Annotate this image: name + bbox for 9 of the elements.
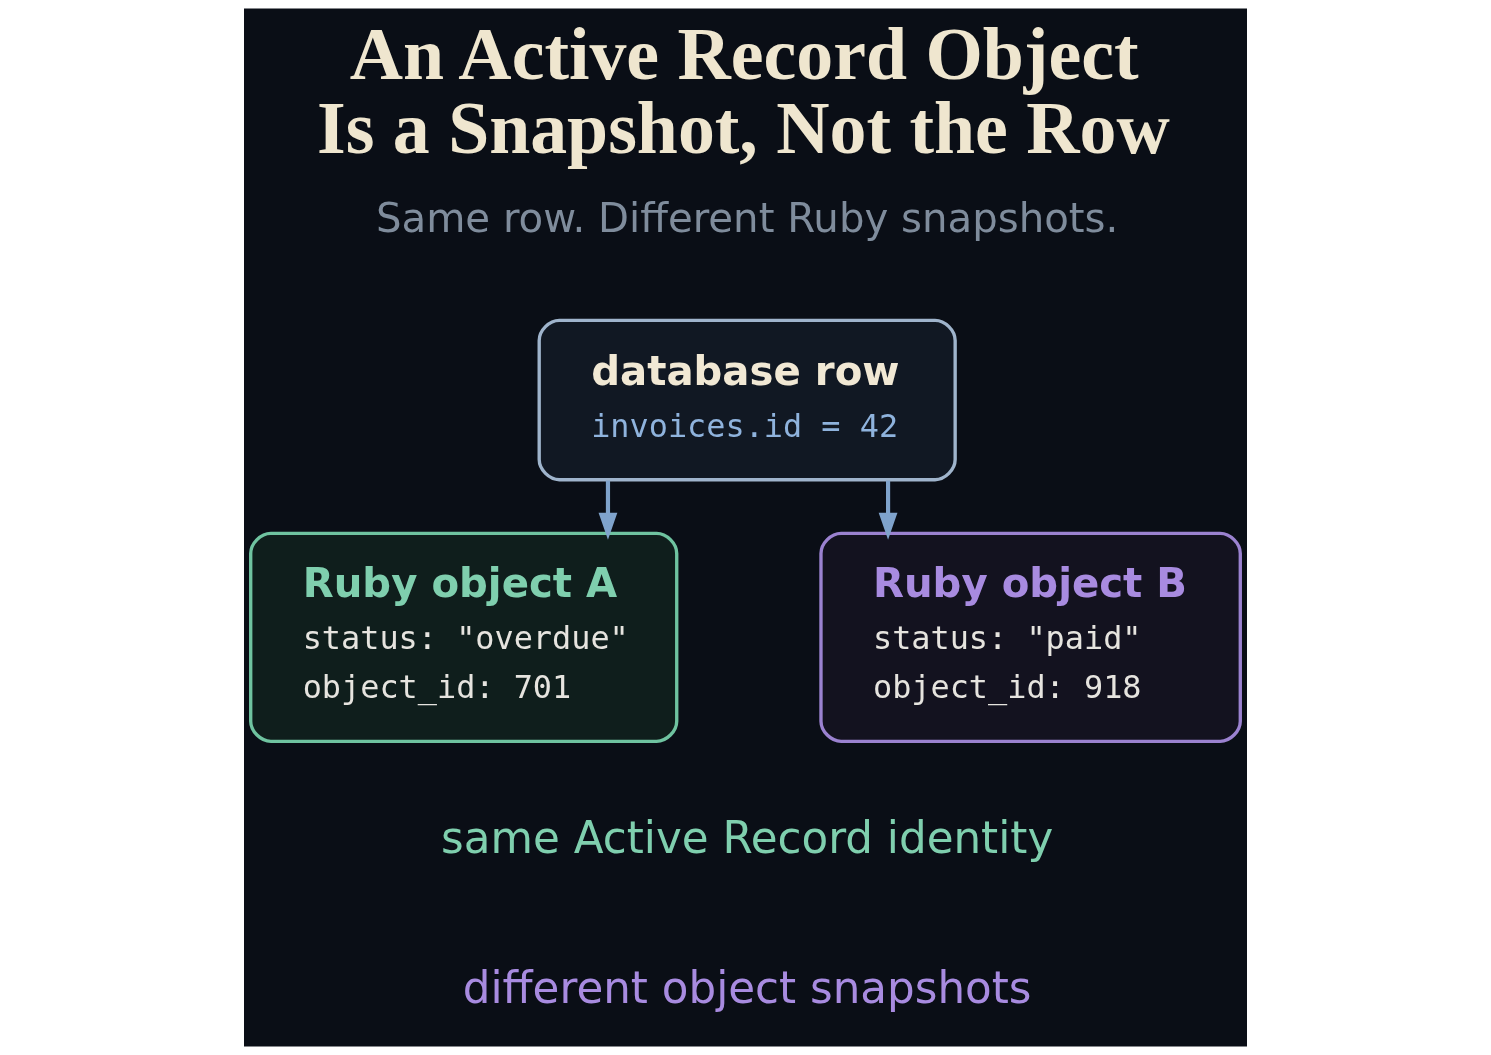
arrow (878, 480, 898, 540)
node-box: Ruby object B status: "paid" object_id: 918 (819, 531, 1242, 744)
diagram-title: An Active Record Object Is a Snapshot, Not the Row (316, 13, 1170, 169)
label: Same row. Different Ruby snapshots. (375, 194, 1119, 241)
node-box: database row invoices.id = 42 (537, 318, 957, 482)
node-box: Ruby object A status: "overdue" object_id: 701 (249, 531, 679, 744)
legend-label: same Active Record identity (441, 813, 1054, 864)
arrow (598, 480, 618, 540)
legend-label: different object snapshots (462, 962, 1032, 1013)
